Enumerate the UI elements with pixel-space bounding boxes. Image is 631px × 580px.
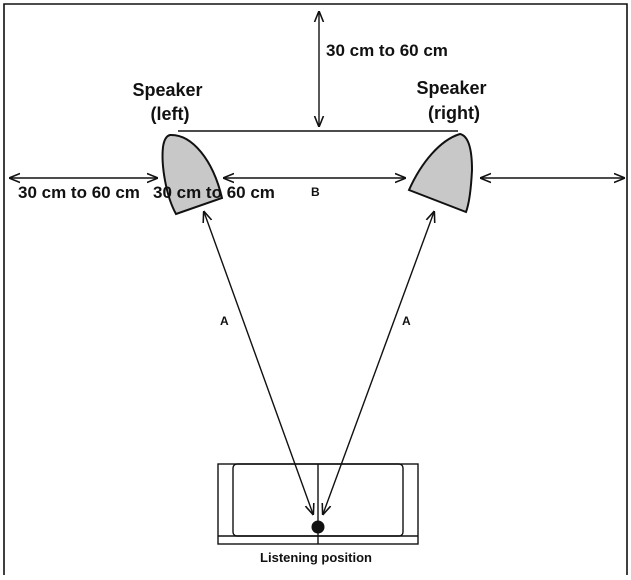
right-distance-label-a: A	[402, 314, 411, 328]
left-wall-distance-label: 30 cm to 60 cm	[18, 183, 140, 202]
left-distance-label-a: A	[220, 314, 229, 328]
sofa	[217, 463, 419, 545]
speaker-left-shape	[161, 133, 224, 216]
top-distance-label: 30 cm to 60 cm	[326, 41, 448, 60]
listening-position-dot	[311, 520, 325, 534]
speaker-spacing-label-b: B	[311, 185, 320, 199]
listening-position-label: Listening position	[260, 550, 372, 565]
left-listening-line	[204, 212, 313, 514]
room-wall	[3, 3, 628, 575]
speaker-right-label: Speaker (right)	[416, 78, 491, 123]
speaker-left-label: Speaker (left)	[132, 80, 207, 124]
speaker-right-shape	[407, 132, 474, 214]
inner-distance-label: 30 cm to 60 cm	[153, 183, 275, 202]
